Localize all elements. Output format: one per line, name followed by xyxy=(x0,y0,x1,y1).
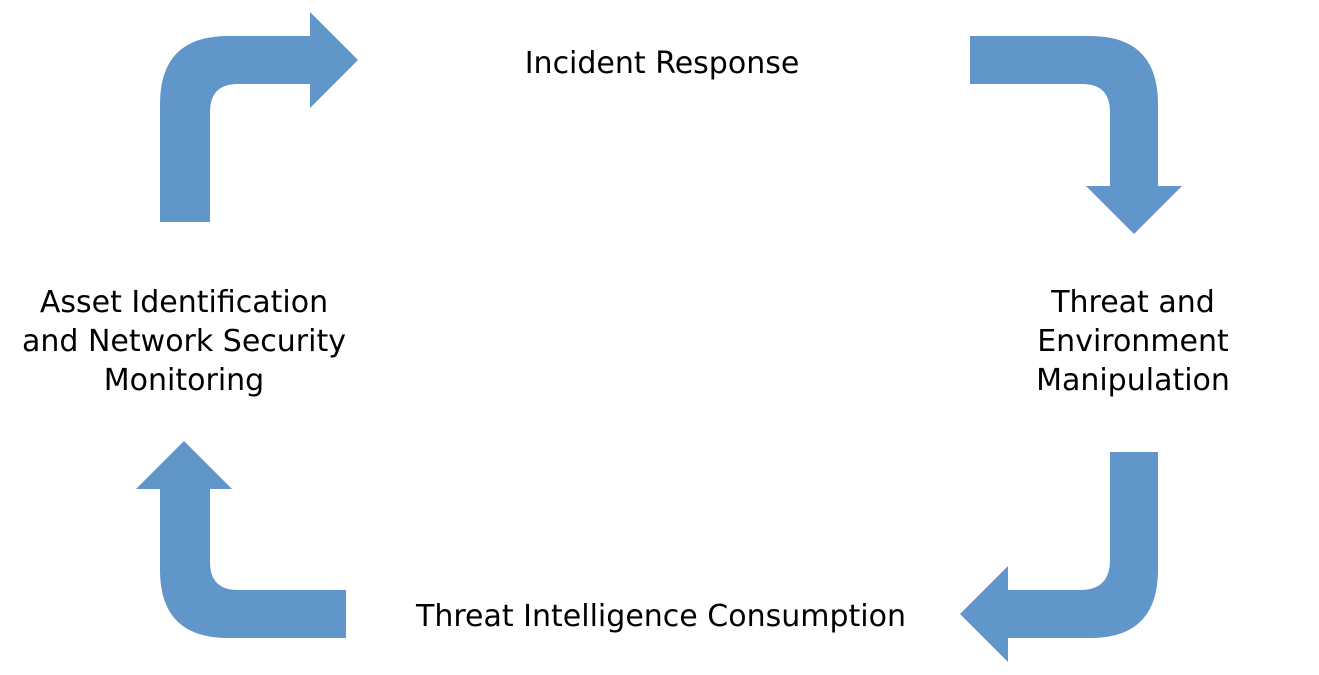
node-threat-environment-manipulation: Threat and Environment Manipulation xyxy=(1003,283,1263,400)
arrow-top-to-right xyxy=(970,36,1182,234)
arrow-bottom-to-left xyxy=(136,441,346,638)
node-line: Threat Intelligence Consumption xyxy=(416,599,906,634)
arrow-right-to-bottom xyxy=(960,452,1158,662)
node-threat-intelligence-consumption: Threat Intelligence Consumption xyxy=(356,597,966,636)
node-line: Monitoring xyxy=(103,363,265,398)
node-incident-response: Incident Response xyxy=(462,44,862,83)
node-asset-identification-nsm: Asset Identification and Network Securit… xyxy=(4,283,364,400)
node-line: Manipulation xyxy=(1036,363,1230,398)
node-line: Threat and xyxy=(1051,285,1215,320)
node-line: Environment xyxy=(1037,324,1229,359)
arrow-left-to-top xyxy=(160,12,358,222)
node-line: Incident Response xyxy=(524,46,800,81)
node-line: Asset Identification xyxy=(39,285,329,320)
node-line: and Network Security xyxy=(22,324,346,359)
